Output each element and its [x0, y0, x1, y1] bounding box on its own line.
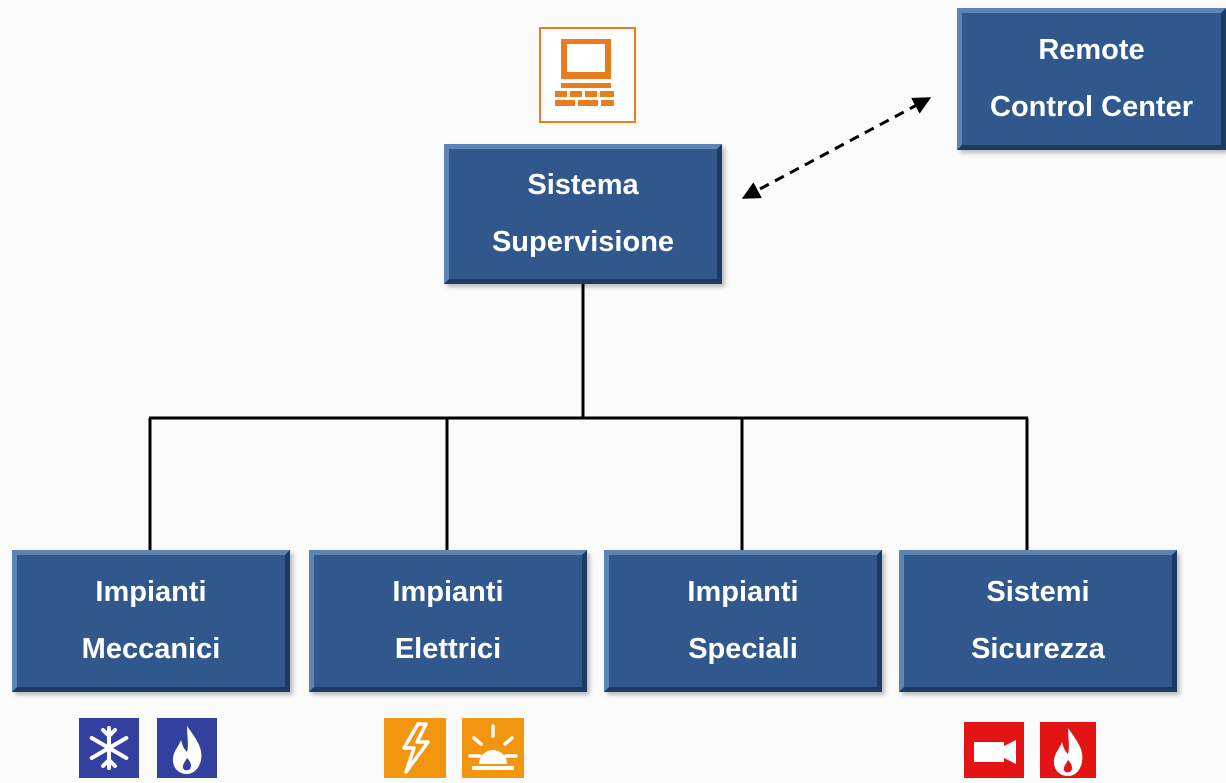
- fire-icon: [1040, 722, 1096, 778]
- node-impianti-elettrici: Impianti Elettrici: [309, 550, 587, 692]
- node-remote-control-center: Remote Control Center: [957, 8, 1226, 150]
- light-icon: [462, 718, 524, 778]
- node-label-line1: Impianti: [687, 576, 799, 608]
- node-impianti-speciali: Impianti Speciali: [604, 550, 882, 692]
- camera-icon: [964, 722, 1024, 778]
- lightning-icon: [384, 718, 446, 778]
- node-label-line2: Sicurezza: [971, 633, 1105, 665]
- node-label-line2: Supervisione: [491, 226, 675, 258]
- snowflake-icon: [79, 718, 139, 778]
- node-sistemi-sicurezza: Sistemi Sicurezza: [899, 550, 1177, 692]
- node-sistema-supervisione: Sistema Supervisione: [444, 144, 722, 284]
- node-label-line2: Speciali: [688, 633, 798, 665]
- node-label-line1: Impianti: [392, 576, 504, 608]
- flame-icon: [157, 718, 217, 778]
- node-label-line2: Meccanici: [81, 633, 221, 665]
- node-label-line2: Elettrici: [394, 633, 502, 665]
- node-label-line1: Sistemi: [986, 576, 1090, 608]
- remote-link-arrow: [741, 97, 932, 199]
- node-impianti-meccanici: Impianti Meccanici: [12, 550, 290, 692]
- node-label-line1: Impianti: [95, 576, 207, 608]
- node-label-line1: Sistema: [527, 169, 639, 201]
- node-label-line2: Control Center: [990, 91, 1193, 123]
- computer-icon: [539, 27, 636, 123]
- node-label-line1: Remote: [1038, 34, 1145, 66]
